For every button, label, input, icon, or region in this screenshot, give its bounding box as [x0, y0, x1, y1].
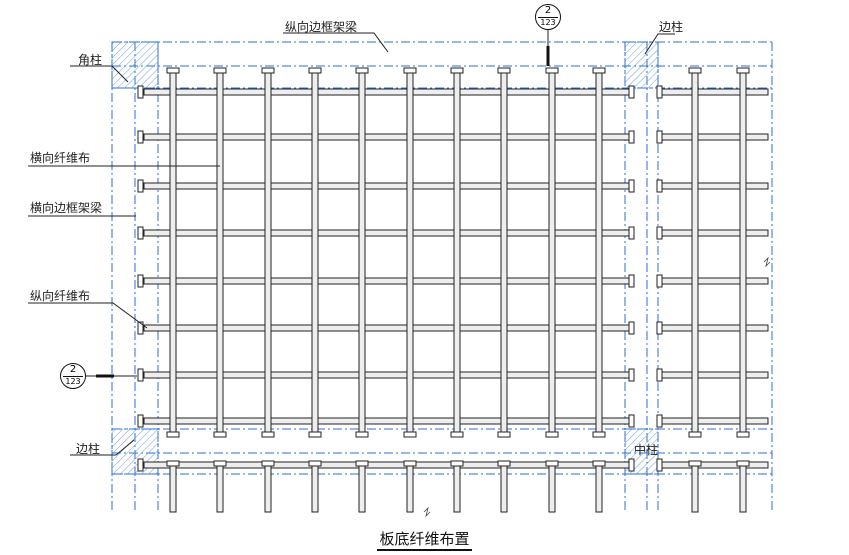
section-ref-top: 2 123: [535, 4, 561, 30]
label-longitudinal-fiber: 纵向纤维布: [30, 289, 91, 303]
label-edge-column-top: 边柱: [659, 20, 684, 34]
frame-beam-lines: [111, 41, 773, 512]
horizontal-strip-anchors: [137, 85, 663, 472]
label-middle-column: 中柱: [634, 443, 659, 457]
horizontal-fiber-strips: [143, 88, 769, 469]
corner-column: [111, 41, 159, 89]
columns: [111, 41, 659, 475]
label-corner-column: 角柱: [78, 53, 103, 67]
section-ref-top-sheet: 123: [540, 18, 556, 27]
section-ref-left-sheet: 123: [65, 377, 81, 386]
leader-lines: [28, 28, 675, 456]
section-ref-left-divider: [63, 376, 83, 377]
label-transverse-fiber: 横向纤维布: [30, 151, 91, 165]
section-ref-top-number: 2: [544, 5, 552, 16]
section-ref-left-number: 2: [69, 364, 77, 375]
label-edge-column-bottom: 边柱: [76, 442, 101, 456]
label-transverse-beam: 横向边框架梁: [30, 201, 103, 215]
drawing-title: 板底纤维布置: [377, 530, 472, 551]
vertical-strip-anchors: [166, 67, 750, 467]
edge-column-top: [624, 41, 659, 89]
section-ref-top-divider: [538, 17, 558, 18]
label-longitudinal-beam: 纵向边框架梁: [285, 20, 358, 34]
section-ref-left: 2 123: [60, 363, 86, 389]
drawing-title-wrap: 板底纤维布置: [0, 528, 849, 551]
break-marks: [423, 256, 771, 518]
